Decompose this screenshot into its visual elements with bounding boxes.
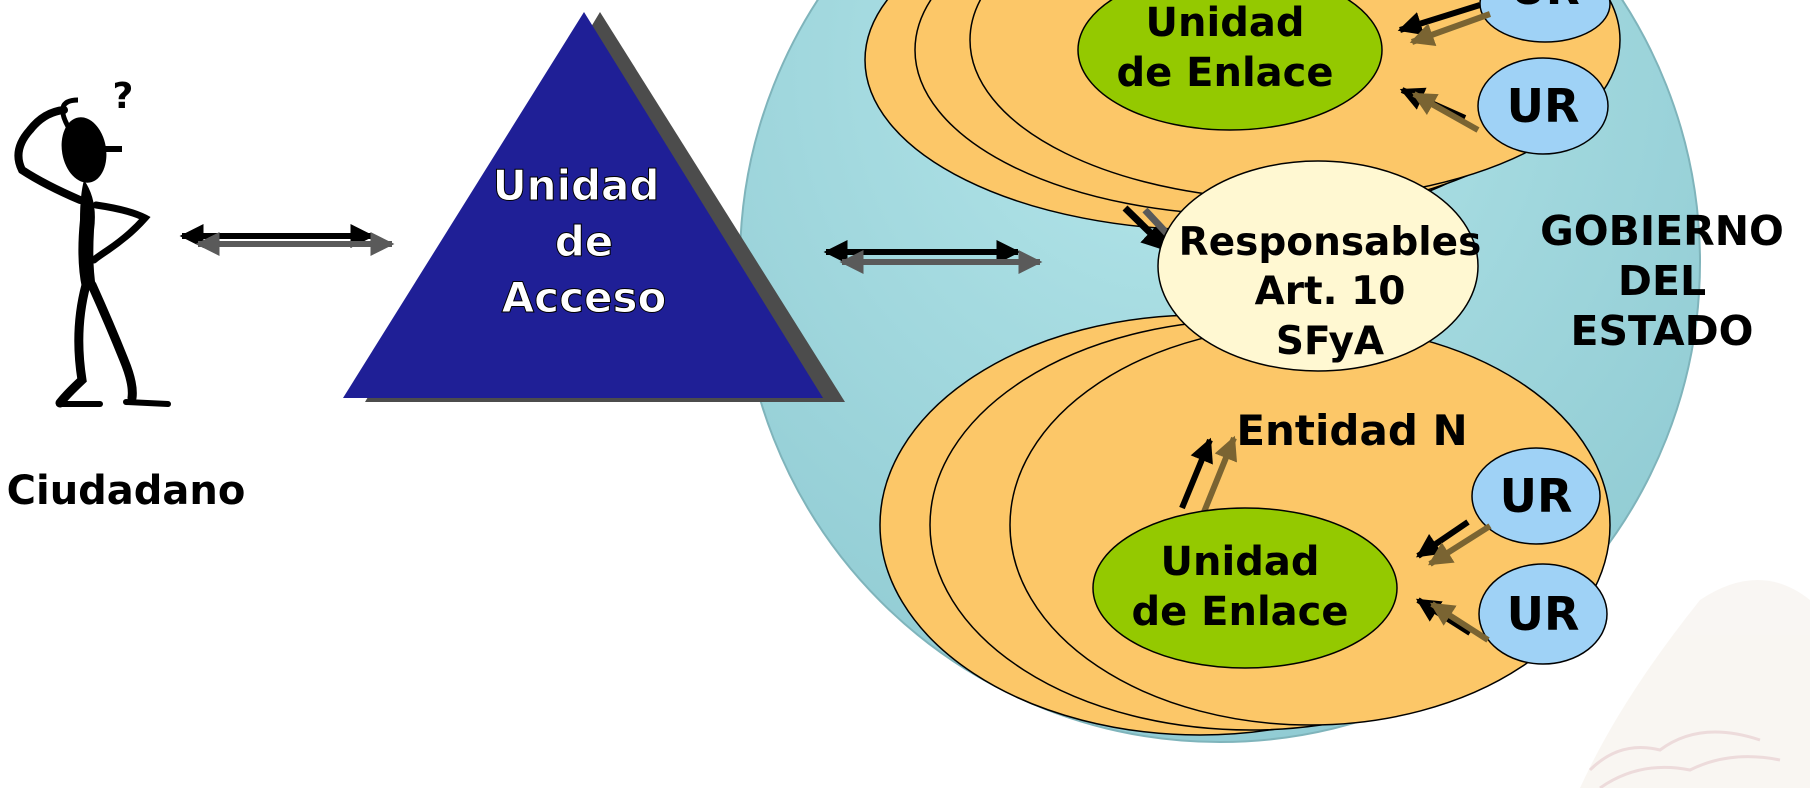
bottom-enlace-label-line2: de Enlace <box>1131 589 1348 635</box>
top-ur2-to-enlace-arrow-shadow <box>1411 91 1480 133</box>
bottom-ur-node-1 <box>1471 447 1601 545</box>
top-enlace-label-line2: de Enlace <box>1116 50 1333 96</box>
stamp-decoration <box>1580 580 1810 788</box>
top-ur-node-2 <box>1477 57 1609 155</box>
citizen-label: Ciudadano <box>7 468 246 514</box>
government-label-line1: GOBIERNO <box>1540 207 1784 255</box>
bottom-ur1-to-enlace-arrow <box>1416 519 1470 559</box>
bottom-ur2-to-enlace-arrow-shadow <box>1429 601 1490 643</box>
access-unit-label-line3: Acceso <box>502 273 667 322</box>
top-ur-label-1: UR <box>1510 0 1580 15</box>
responsables-node <box>1157 160 1479 372</box>
top-enlace-label-line1: Unidad <box>1146 0 1305 46</box>
responsables-label-line3: SFyA <box>1276 319 1384 364</box>
access-unit-triangle <box>343 12 823 398</box>
government-label-line3: ESTADO <box>1571 307 1754 355</box>
top-ur-label-2: UR <box>1507 79 1580 133</box>
top-ur1-to-enlace-arrow-shadow <box>1409 11 1492 46</box>
bottom-entity-title: Entidad N <box>1236 406 1467 455</box>
bottom-ur-label-2: UR <box>1507 587 1580 641</box>
bottom-ur-node-2 <box>1478 563 1608 665</box>
bottom-enlace-node <box>1092 507 1398 669</box>
citizen-figure <box>14 97 171 408</box>
government-label-line2: DEL <box>1618 257 1706 305</box>
responsables-label-line2: Art. 10 <box>1255 269 1406 314</box>
access-unit-label-line2: de <box>555 217 614 266</box>
enlace-to-entity-arrow-shadow <box>1201 435 1238 514</box>
top-enlace-node <box>1077 0 1383 131</box>
access-unit-label-line1: Unidad <box>493 161 660 210</box>
top-ur-node-1 <box>1479 0 1611 43</box>
bottom-ur-label-1: UR <box>1500 469 1573 523</box>
responsables-label-line1: Responsables <box>1179 220 1482 265</box>
bottom-ur1-to-enlace-arrow-shadow <box>1427 523 1492 567</box>
citizen-question-mark: ? <box>113 76 134 117</box>
enlace-to-entity-arrow <box>1179 437 1213 510</box>
bottom-enlace-label-line1: Unidad <box>1161 539 1320 585</box>
